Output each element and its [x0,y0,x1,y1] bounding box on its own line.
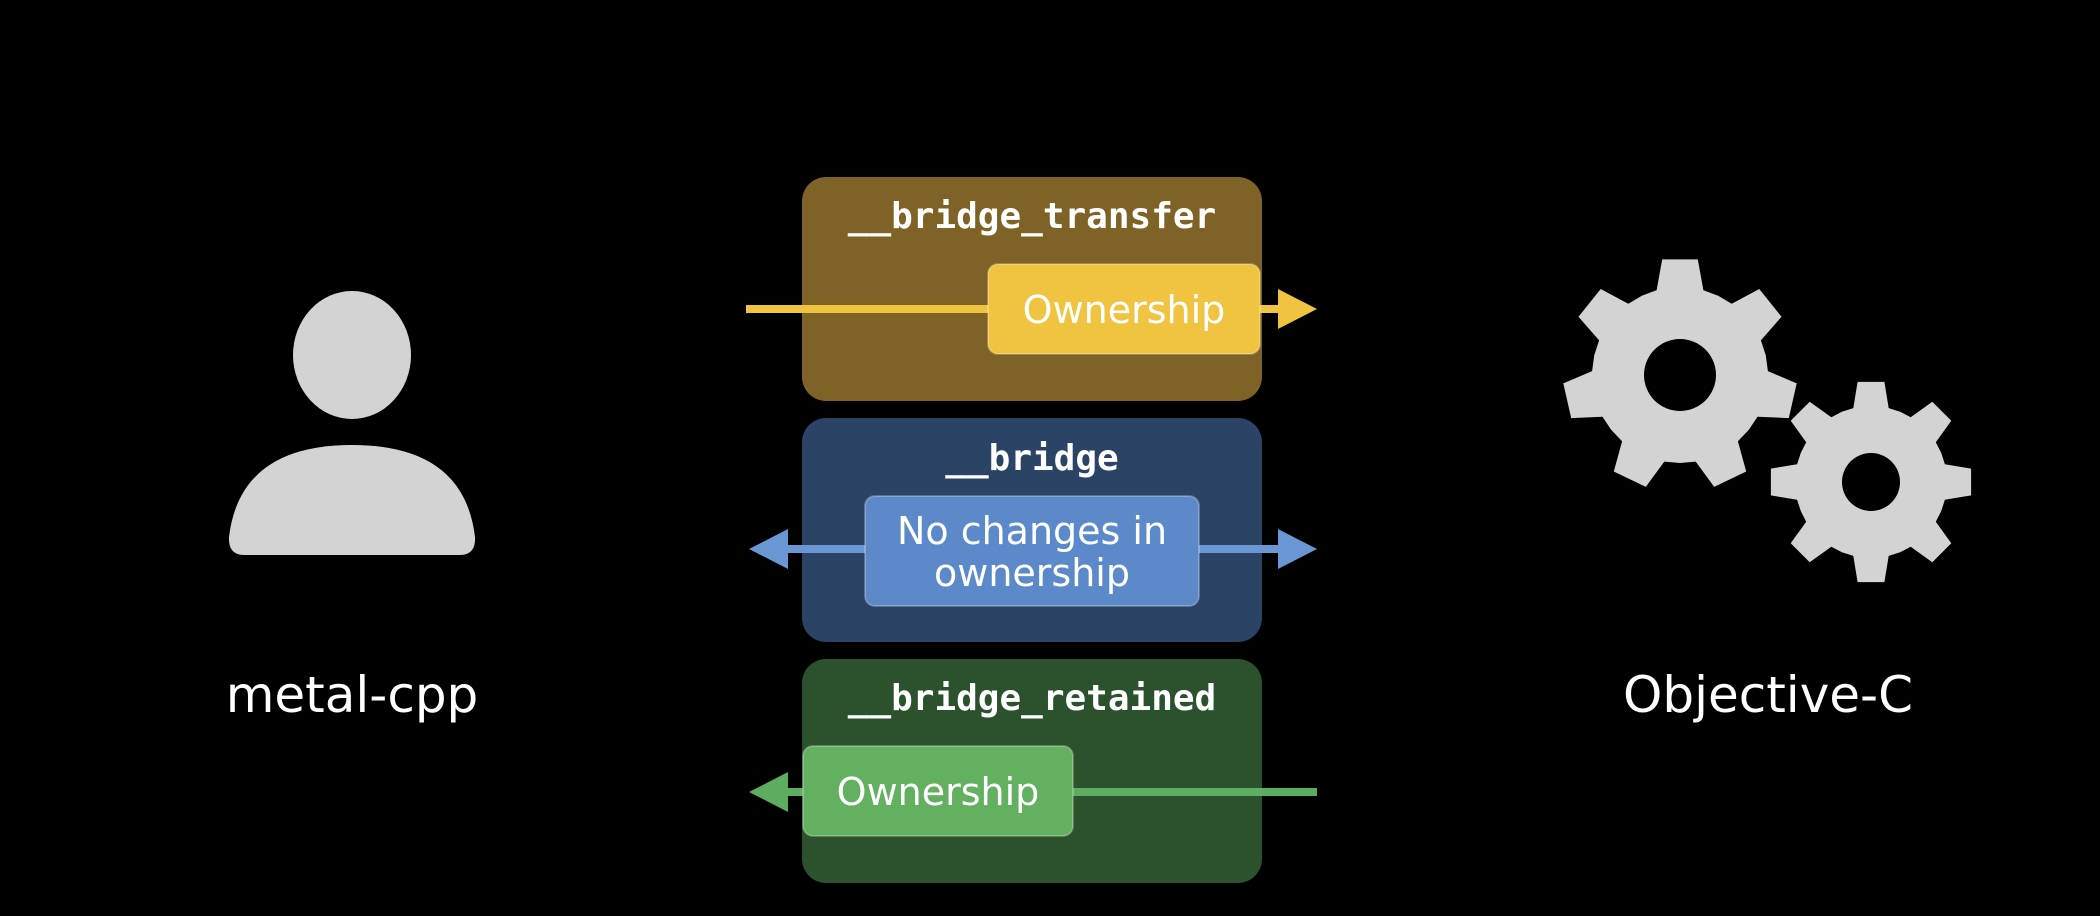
person-icon [228,291,476,555]
bridge-retained-ownership-chip: Ownership [802,745,1074,837]
gear-small-icon [1770,381,1972,583]
bridge-transfer-panel: __bridge_transfer Ownership [746,177,1317,401]
metal-cpp-label: metal-cpp [226,666,479,724]
bridge-keyword: __bridge [945,438,1118,479]
bridge-no-change-chip: No changes in ownership [864,495,1200,607]
bridge-transfer-chip-label: Ownership [1023,288,1226,332]
gear-large-icon [1563,259,1797,487]
bridge-chip-line-1: No changes in [897,509,1167,553]
bridge-transfer-keyword: __bridge_transfer [848,196,1216,237]
objective-c-label: Objective-C [1623,666,1913,724]
bridge-chip-line-2: ownership [934,551,1130,595]
bridge-transfer-ownership-chip: Ownership [987,263,1261,355]
bridge-panel: __bridge No changes in ownership [749,418,1317,642]
bridge-retained-panel: __bridge_retained Ownership [749,659,1317,883]
bridge-retained-keyword: __bridge_retained [848,678,1216,719]
gears-icon [1563,259,1972,583]
bridge-retained-chip-label: Ownership [837,770,1040,814]
